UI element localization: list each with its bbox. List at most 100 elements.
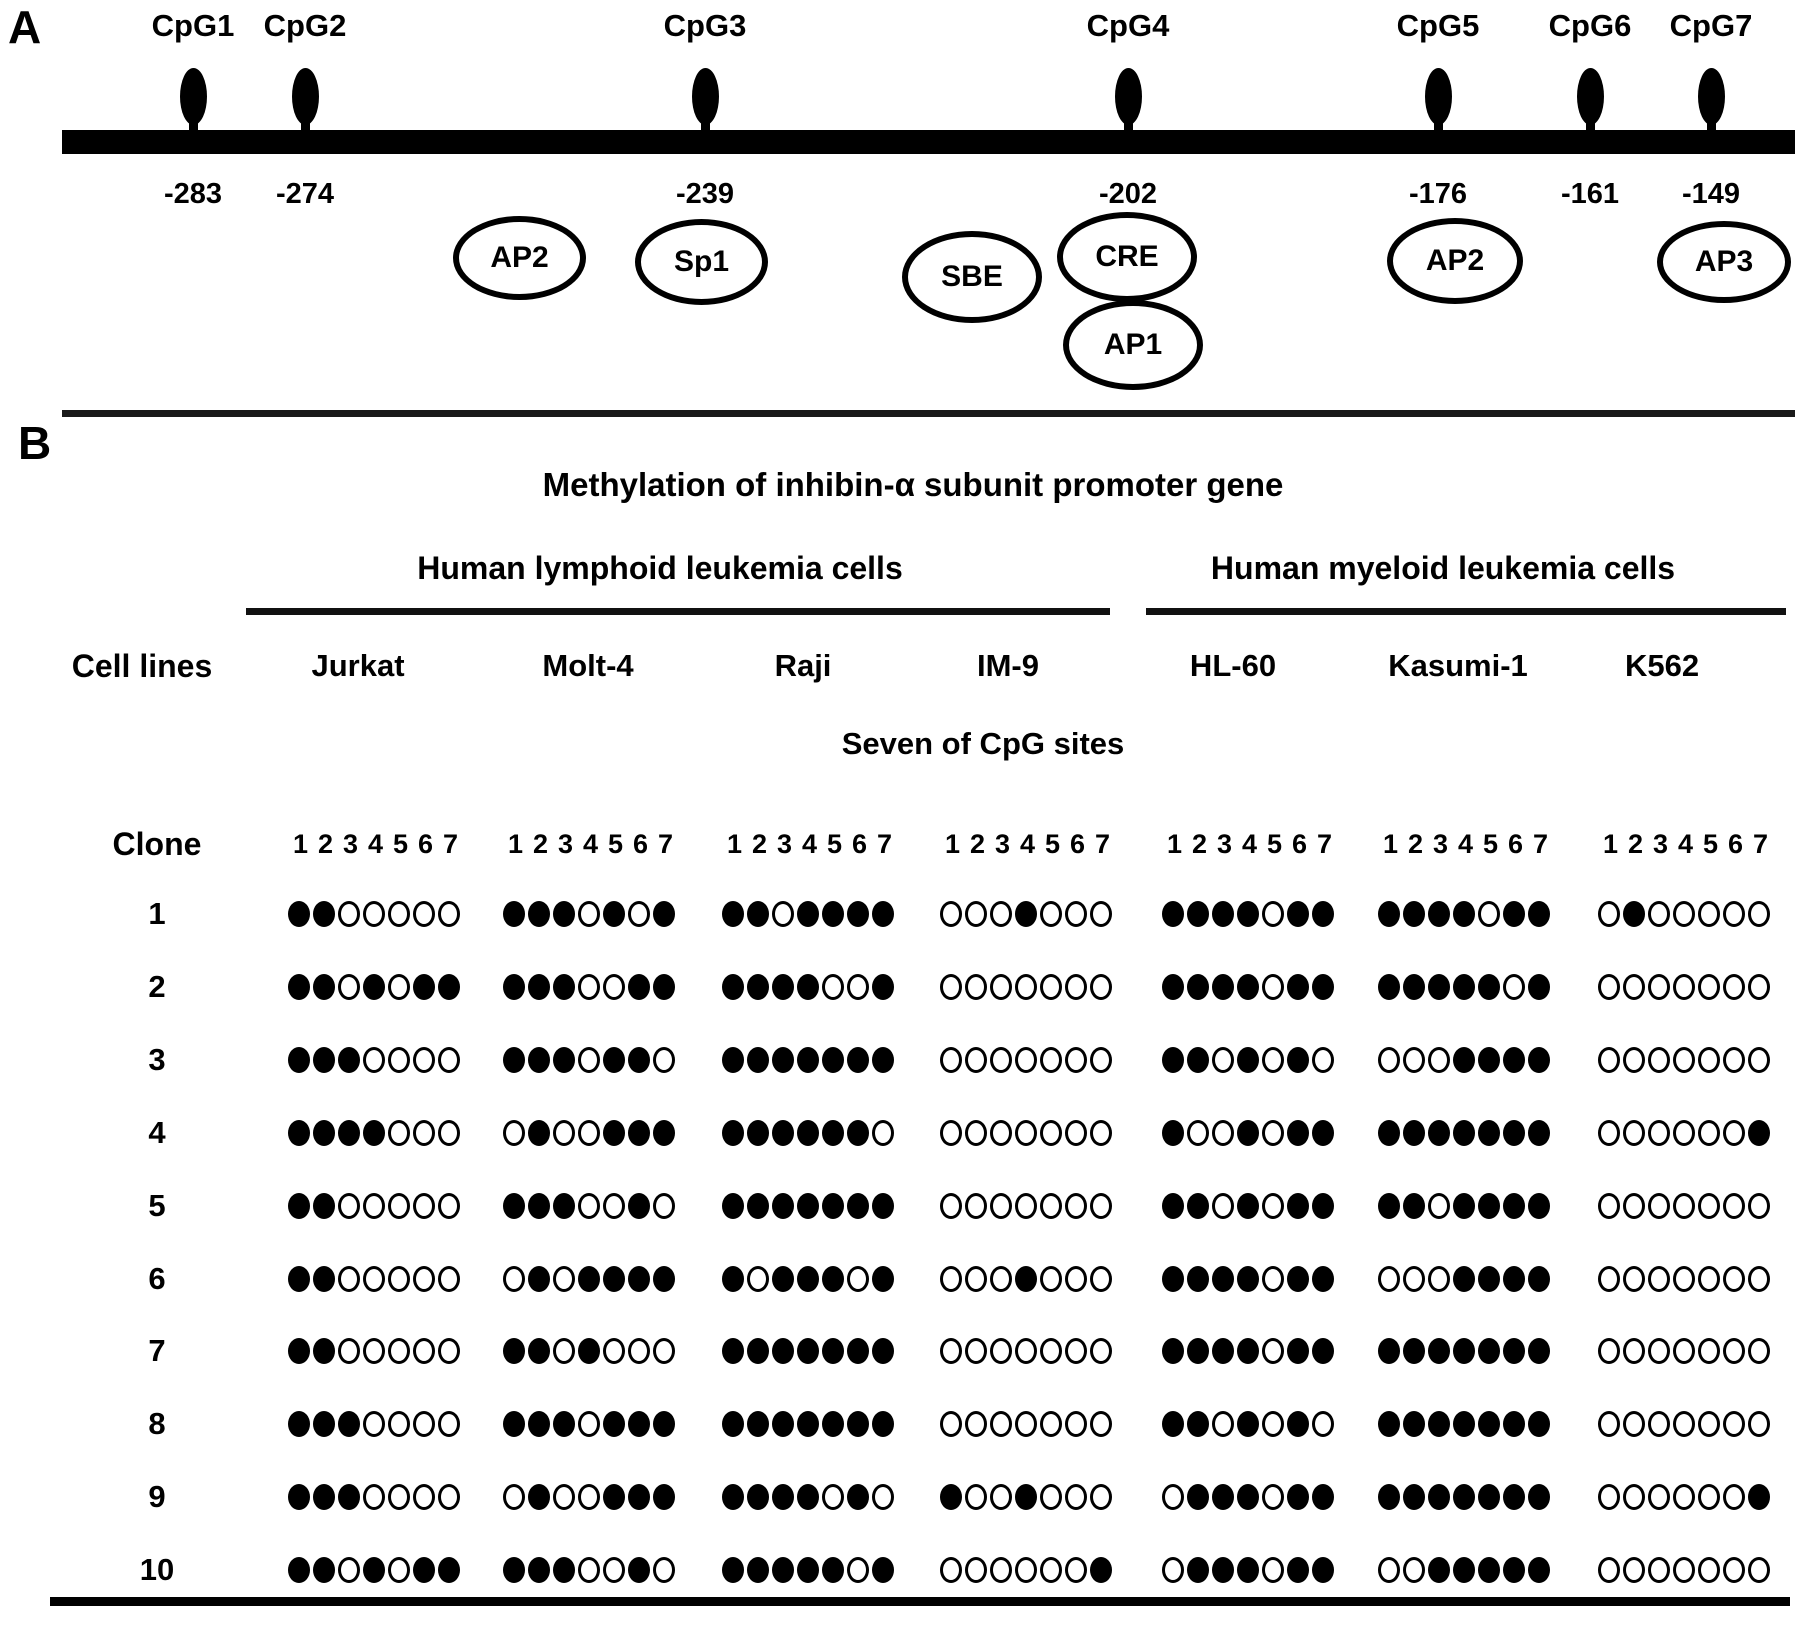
unmethylated-dot-icon [1065,1484,1087,1511]
methylation-row-Jurkat [288,1265,463,1292]
methylation-row-Kasumi-1 [1378,1557,1553,1584]
panel-a-label: A [8,1,42,53]
unmethylated-dot-icon [1503,973,1525,1000]
unmethylated-dot-icon [1748,901,1770,927]
methylated-dot-icon [1403,1411,1425,1438]
unmethylated-dot-icon [1698,973,1720,1000]
methylated-dot-icon [797,1557,819,1584]
cpg-number-label: 5 [607,829,624,859]
methylated-dot-icon [503,1192,525,1219]
unmethylated-dot-icon [653,1192,675,1219]
unmethylated-dot-icon [438,1192,460,1219]
cpg-number-label: 4 [1019,829,1036,859]
unmethylated-dot-icon [1698,1119,1720,1146]
methylated-dot-icon [1453,1265,1475,1292]
methylated-dot-icon [847,1192,869,1219]
methylated-dot-icon [338,1046,360,1073]
unmethylated-dot-icon [1623,1484,1645,1511]
unmethylated-dot-icon [1262,1192,1284,1219]
methylated-dot-icon [313,1484,335,1511]
unmethylated-dot-icon [1723,1265,1745,1292]
methylated-dot-icon [1478,1484,1500,1511]
unmethylated-dot-icon [1090,1119,1112,1146]
methylated-dot-icon [1528,1411,1550,1438]
methylation-row-IM-9 [940,1411,1115,1438]
methylated-dot-icon [1287,1338,1309,1365]
unmethylated-dot-icon [1723,1119,1745,1146]
methylation-row-Molt-4 [503,1265,678,1292]
methylated-dot-icon [288,973,310,1000]
cpg-number-label: 6 [417,829,434,859]
unmethylated-dot-icon [1673,1192,1695,1219]
methylated-dot-icon [1403,973,1425,1000]
cpg-number-label: 5 [826,829,843,859]
cpg-number-label: 2 [969,829,986,859]
cpg-site-position: -239 [675,178,735,210]
unmethylated-dot-icon [413,1411,435,1438]
unmethylated-dot-icon [1648,1046,1670,1073]
clone-number-label: 6 [148,1260,166,1296]
unmethylated-dot-icon [413,901,435,927]
cpg-number-label: 2 [1191,829,1208,859]
lollipop-head-icon [180,68,207,125]
unmethylated-dot-icon [1648,1557,1670,1584]
unmethylated-dot-icon [578,1119,600,1146]
methylation-row-Raji [722,1484,897,1511]
unmethylated-dot-icon [413,1265,435,1292]
methylated-dot-icon [363,1557,385,1584]
methylated-dot-icon [872,1557,894,1584]
unmethylated-dot-icon [1598,1046,1620,1073]
tf-binding-site-sp1: Sp1 [635,219,768,305]
methylated-dot-icon [1237,973,1259,1000]
unmethylated-dot-icon [847,1265,869,1292]
unmethylated-dot-icon [578,1411,600,1438]
methylation-row-Raji [722,1411,897,1438]
methylation-row-K562 [1598,1411,1773,1438]
unmethylated-dot-icon [1015,1119,1037,1146]
methylated-dot-icon [1478,1046,1500,1073]
unmethylated-dot-icon [1698,1411,1720,1438]
methylated-dot-icon [822,1265,844,1292]
promoter-backbone-line [62,130,1795,154]
unmethylated-dot-icon [1623,1265,1645,1292]
unmethylated-dot-icon [1262,1338,1284,1365]
methylated-dot-icon [1187,1046,1209,1073]
methylated-dot-icon [1503,1338,1525,1365]
methylated-dot-icon [1623,901,1645,927]
unmethylated-dot-icon [338,1265,360,1292]
methylated-dot-icon [1287,1119,1309,1146]
methylated-dot-icon [772,1338,794,1365]
methylated-dot-icon [747,1192,769,1219]
methylated-dot-icon [1428,1338,1450,1365]
unmethylated-dot-icon [1262,1046,1284,1073]
methylation-row-Molt-4 [503,1557,678,1584]
methylated-dot-icon [1237,1411,1259,1438]
methylated-dot-icon [1162,1265,1184,1292]
methylated-dot-icon [1187,1265,1209,1292]
cpg-number-label: 6 [851,829,868,859]
unmethylated-dot-icon [1673,1338,1695,1365]
methylated-dot-icon [528,1338,550,1365]
methylation-row-K562 [1598,901,1773,927]
methylated-dot-icon [1403,1192,1425,1219]
clone-number-label: 8 [148,1406,166,1442]
methylated-dot-icon [1187,1411,1209,1438]
methylation-row-Kasumi-1 [1378,1119,1553,1146]
methylated-dot-icon [1528,1192,1550,1219]
methylated-dot-icon [1403,901,1425,927]
methylated-dot-icon [553,901,575,927]
methylated-dot-icon [1453,1484,1475,1511]
methylated-dot-icon [1312,1338,1334,1365]
clone-number-label: 5 [148,1187,166,1223]
methylated-dot-icon [822,1119,844,1146]
methylated-dot-icon [288,1046,310,1073]
unmethylated-dot-icon [1598,901,1620,927]
methylated-dot-icon [1312,1484,1334,1511]
unmethylated-dot-icon [1090,1484,1112,1511]
unmethylated-dot-icon [1748,973,1770,1000]
unmethylated-dot-icon [388,1265,410,1292]
methylated-dot-icon [313,1338,335,1365]
unmethylated-dot-icon [438,1338,460,1365]
